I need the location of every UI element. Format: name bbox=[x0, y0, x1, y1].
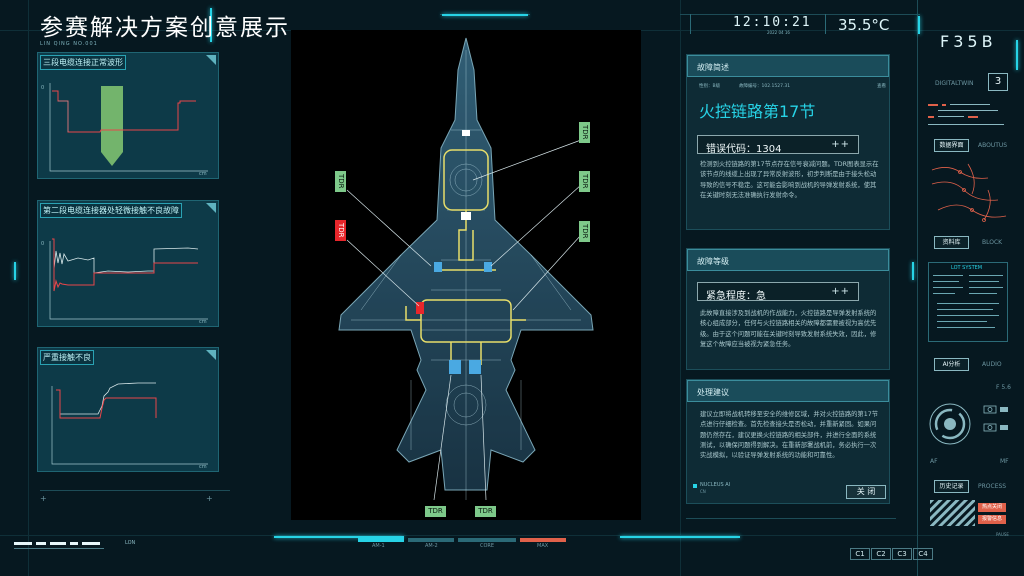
plus-marker-icon: + bbox=[206, 494, 213, 503]
tab-indicator-max bbox=[520, 538, 566, 542]
waveform-panel-severe-fault: 严重接触不良 cm bbox=[37, 347, 219, 472]
axis-origin: 0 bbox=[41, 241, 45, 247]
panel-title: 三段电缆连接正常波形 bbox=[40, 55, 126, 70]
channel-c1-button[interactable]: C1 bbox=[850, 548, 870, 560]
urgency-box[interactable]: 紧急程度：急 ++ bbox=[697, 282, 859, 302]
hazard-stripes-icon bbox=[930, 500, 975, 526]
data-interface-button[interactable]: 数据界面 bbox=[934, 139, 969, 152]
tab-am2[interactable]: AM-2 bbox=[425, 543, 438, 549]
alarm-info-badge[interactable]: 报警信息 bbox=[978, 515, 1006, 524]
fault-summary-panel: 故障简述 性别：B级 故障编号：102.1527.31 查看 火控链路第17节 … bbox=[686, 54, 890, 230]
panel-title: 严重接触不良 bbox=[40, 350, 94, 365]
mf-label: MF bbox=[1000, 458, 1009, 465]
lon-gauge bbox=[14, 542, 104, 549]
axis-origin: 0 bbox=[41, 85, 45, 91]
fault-title: 火控链路第17节 bbox=[699, 102, 816, 121]
error-code: 错误代码：1304 bbox=[706, 144, 782, 155]
tab-indicator-am2 bbox=[408, 538, 454, 542]
meta-code: 故障编号：102.1527.31 bbox=[739, 84, 791, 89]
digital-twin-value[interactable]: 3 bbox=[988, 73, 1008, 91]
tab-indicator-core bbox=[458, 538, 516, 542]
axis-x-label: cm bbox=[199, 171, 207, 177]
brand-marker bbox=[693, 484, 697, 488]
axis-x-label: cm bbox=[199, 464, 207, 470]
process-link[interactable]: PROCESS bbox=[978, 483, 1007, 490]
lot-system-text-lines bbox=[933, 275, 1003, 328]
tdr-tag[interactable]: TDR bbox=[475, 506, 496, 517]
f35-wireframe-illustration bbox=[338, 37, 594, 501]
ai-analysis-button[interactable]: AI分析 bbox=[934, 358, 969, 371]
model-name: F35B bbox=[940, 32, 997, 51]
waveform-plot bbox=[51, 382, 208, 465]
temperature: 35.5°C bbox=[838, 16, 890, 34]
waveform-plot bbox=[49, 238, 208, 320]
panel-header: 故障简述 bbox=[687, 55, 889, 77]
lon-label: LON bbox=[125, 540, 136, 546]
urgency-level: 紧急程度：急 bbox=[706, 291, 766, 302]
waveform-panel-minor-fault: 第二段电缆连接器处轻微接触不良故障 0 cm bbox=[37, 200, 219, 327]
circuit-pattern-icon bbox=[931, 163, 1007, 222]
aperture-dial-icon bbox=[929, 403, 1008, 445]
block-link[interactable]: BLOCK bbox=[982, 239, 1003, 246]
tdr-tag[interactable]: TDR bbox=[579, 171, 590, 192]
history-button[interactable]: 历史记录 bbox=[934, 480, 969, 493]
hot-off-badge[interactable]: 热点关闭 bbox=[978, 503, 1006, 512]
waveform-panel-normal: 三段电缆连接正常波形 0 cm bbox=[37, 52, 219, 179]
fault-description: 检测到火控链路的第17节点存在信号衰减问题。TDR图表显示在该节点的线缆上出现了… bbox=[700, 161, 879, 199]
fault-level-panel: 故障等级 紧急程度：急 ++ 此故障直接涉及到战机的作战能力，火控链路是导弹发射… bbox=[686, 248, 890, 370]
panel-header: 处理建议 bbox=[687, 380, 889, 402]
library-button[interactable]: 资料库 bbox=[934, 236, 969, 249]
f-value: F 5.6 bbox=[996, 384, 1011, 391]
panel-header: 故障等级 bbox=[687, 249, 889, 271]
panel-header-label: 故障简述 bbox=[697, 63, 729, 72]
tdr-tag[interactable]: TDR bbox=[425, 506, 446, 517]
advice-panel: 处理建议 建议立即将战机转移至安全的维修区域，并对火控链路的第17节点进行仔细检… bbox=[686, 379, 890, 504]
channel-c3-button[interactable]: C3 bbox=[892, 548, 912, 560]
clock: 12:10:21 bbox=[733, 15, 812, 30]
corner-icon bbox=[206, 203, 216, 213]
fault-level-description: 此故障直接涉及到战机的作战能力，火控链路是导弹发射系统的核心组成部分，任何与火控… bbox=[700, 310, 877, 348]
tab-am1[interactable]: AM-1 bbox=[372, 543, 385, 549]
tab-max[interactable]: MAX bbox=[537, 543, 549, 549]
meta-level: 性别：B级 bbox=[699, 84, 721, 89]
tdr-tag[interactable]: TDR bbox=[579, 221, 590, 242]
pause-label: PAUSE bbox=[996, 532, 1009, 537]
tdr-tag[interactable]: TDR bbox=[335, 171, 346, 192]
plus-marker-icon: + bbox=[40, 494, 47, 503]
tab-indicator-am1 bbox=[358, 538, 404, 542]
tdr-tag-fault[interactable]: TDR bbox=[335, 220, 346, 241]
clock-date: 2022 04 16 bbox=[767, 30, 790, 35]
tdr-tag[interactable]: TDR bbox=[579, 122, 590, 143]
close-button[interactable]: 关 闭 bbox=[846, 485, 886, 499]
page-title: 参赛解决方案创意展示 bbox=[40, 15, 290, 41]
panel-header-label: 故障等级 bbox=[697, 257, 729, 266]
corner-icon bbox=[206, 55, 216, 65]
channel-c4-button[interactable]: C4 bbox=[913, 548, 933, 560]
expand-icon: ++ bbox=[831, 139, 850, 150]
corner-icon bbox=[206, 350, 216, 360]
expand-icon: ++ bbox=[831, 286, 850, 297]
advice-description: 建议立即将战机转移至安全的维修区域，并对火控链路的第17节点进行仔细检查。首先检… bbox=[700, 411, 879, 460]
brand-label: NUCLEUS AI bbox=[700, 482, 731, 488]
error-code-box[interactable]: 错误代码：1304 ++ bbox=[697, 135, 859, 155]
sub-code: LIN QING NO.001 bbox=[40, 41, 98, 47]
lot-system-panel: LOT SYSTEM bbox=[928, 262, 1008, 342]
panel-header-label: 处理建议 bbox=[697, 388, 729, 397]
axis-x-label: cm bbox=[199, 319, 207, 325]
aboutus-link[interactable]: ABOUTUS bbox=[978, 142, 1008, 149]
af-label: AF bbox=[930, 458, 938, 465]
audio-link[interactable]: AUDIO bbox=[982, 361, 1002, 368]
view-link[interactable]: 查看 bbox=[877, 84, 886, 89]
panel-title: 第二段电缆连接器处轻微接触不良故障 bbox=[40, 203, 182, 218]
brand-sub: CN bbox=[700, 489, 706, 494]
tab-core[interactable]: CORE bbox=[480, 543, 495, 549]
channel-c2-button[interactable]: C2 bbox=[871, 548, 891, 560]
waveform-plot bbox=[49, 83, 208, 172]
lot-system-title: LOT SYSTEM bbox=[951, 265, 983, 271]
aircraft-viewer[interactable]: TDR TDR TDR TDR TDR TDR TDR bbox=[291, 30, 641, 520]
decor-bars bbox=[928, 104, 1004, 125]
digital-twin-label: DIGITALTWIN bbox=[935, 80, 974, 87]
